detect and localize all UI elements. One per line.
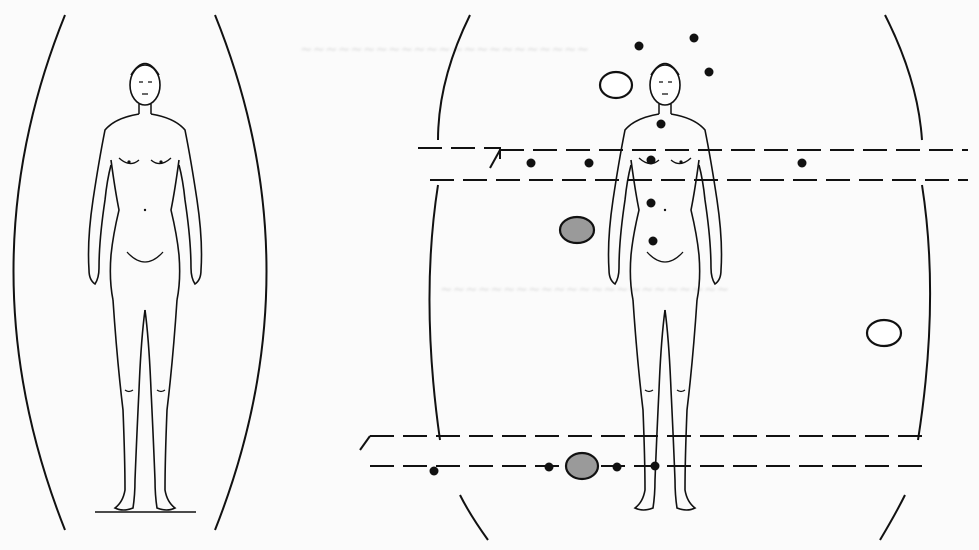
ring-markers (560, 72, 901, 479)
filled-dot-icon (705, 68, 714, 77)
ring-icon (560, 217, 594, 243)
left-panel (14, 15, 267, 530)
filled-dot-icon (651, 462, 660, 471)
upper-dashed-band (418, 148, 968, 180)
filled-dot-icon (635, 42, 644, 51)
filled-dot-icon (647, 199, 656, 208)
filled-dot-icon (613, 463, 622, 472)
dot-markers (430, 34, 807, 476)
filled-dot-icon (430, 467, 439, 476)
human-figure-icon (89, 64, 202, 511)
human-figure-icon (609, 64, 722, 511)
filled-dot-icon (545, 463, 554, 472)
filled-dot-icon (690, 34, 699, 43)
lower-dashed-band (360, 436, 926, 466)
filled-dot-icon (657, 120, 666, 129)
filled-dot-icon (527, 159, 536, 168)
filled-dot-icon (585, 159, 594, 168)
ring-icon (566, 453, 598, 479)
ring-icon (600, 72, 632, 98)
filled-dot-icon (798, 159, 807, 168)
ring-icon (867, 320, 901, 346)
right-panel (360, 15, 968, 540)
filled-dot-icon (649, 237, 658, 246)
filled-dot-icon (647, 156, 656, 165)
